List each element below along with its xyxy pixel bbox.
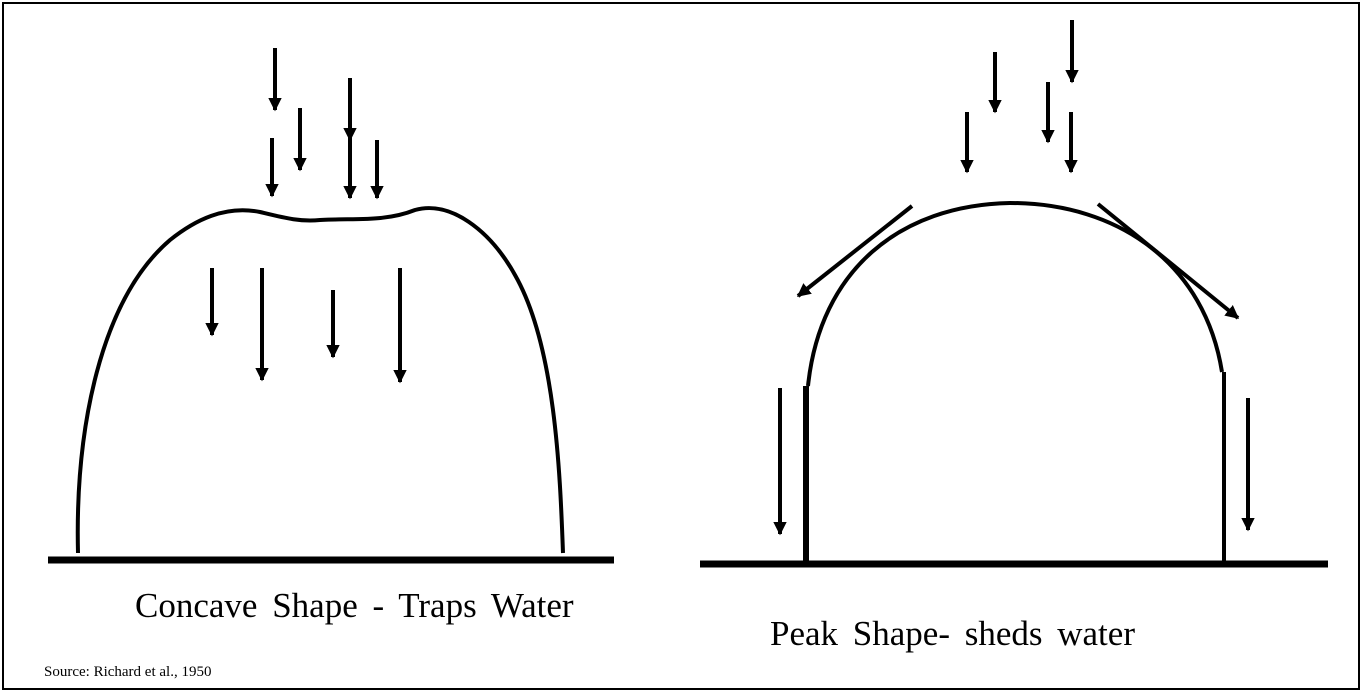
concave-roof-outline xyxy=(75,206,565,554)
shed-arrow-right xyxy=(1096,202,1240,320)
rain-arrows-above-peak xyxy=(960,20,1079,174)
shed-arrow-left xyxy=(796,204,914,298)
peak-roof-arc xyxy=(806,200,1224,387)
shedding-water-arrows xyxy=(773,202,1255,536)
peak-shape-caption: Peak Shape- sheds water xyxy=(770,614,1135,653)
rain-arrows-above-concave xyxy=(265,48,384,200)
concave-shape-caption: Concave Shape - Traps Water xyxy=(135,586,574,625)
trapped-water-arrows xyxy=(205,268,407,384)
concave-shape-diagram xyxy=(48,48,614,564)
peak-shape-diagram xyxy=(700,20,1328,568)
source-citation: Source: Richard et al., 1950 xyxy=(44,664,212,680)
